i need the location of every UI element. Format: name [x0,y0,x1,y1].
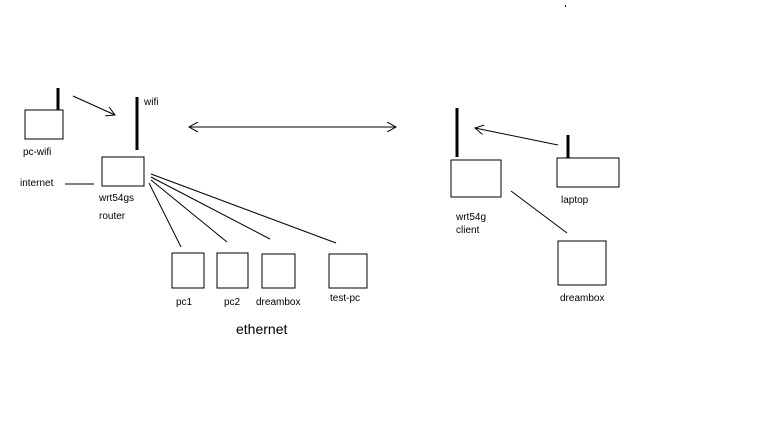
client-role-label: client [456,225,480,236]
pc1-label: pc1 [176,297,193,308]
cable-dreambox [150,176,271,240]
cable-pc1 [148,182,182,248]
router-box [101,156,145,187]
router-role-label: router [99,211,126,222]
internet-label: internet [20,178,54,189]
pc-wifi-label: pc-wifi [23,147,52,158]
test-pc-box [328,253,368,289]
router-model-label: wrt54gs [99,193,135,204]
pc2-box [216,252,249,289]
pc1-box [171,252,205,289]
dreambox-left-box [261,253,296,289]
pc-wifi-arrow [72,95,115,115]
ethernet-label: ethernet [236,321,288,337]
laptop-label: laptop [561,195,589,206]
laptop-arrow [475,128,559,146]
pc-wifi-box [24,109,64,140]
wifi-label: wifi [144,97,159,108]
client-model-label: wrt54g [456,212,487,223]
client-box [450,159,502,198]
pc2-label: pc2 [224,297,241,308]
cable-client-dreambox [510,190,568,234]
speck-dot [565,5,566,7]
laptop-box [556,157,620,188]
cable-pc2 [150,179,228,243]
test-pc-label: test-pc [330,293,361,304]
dreambox-right-box [557,240,607,286]
dreambox-left-label: dreambox [256,297,301,308]
dreambox-right-label: dreambox [560,293,605,304]
cable-test-pc [150,173,337,244]
